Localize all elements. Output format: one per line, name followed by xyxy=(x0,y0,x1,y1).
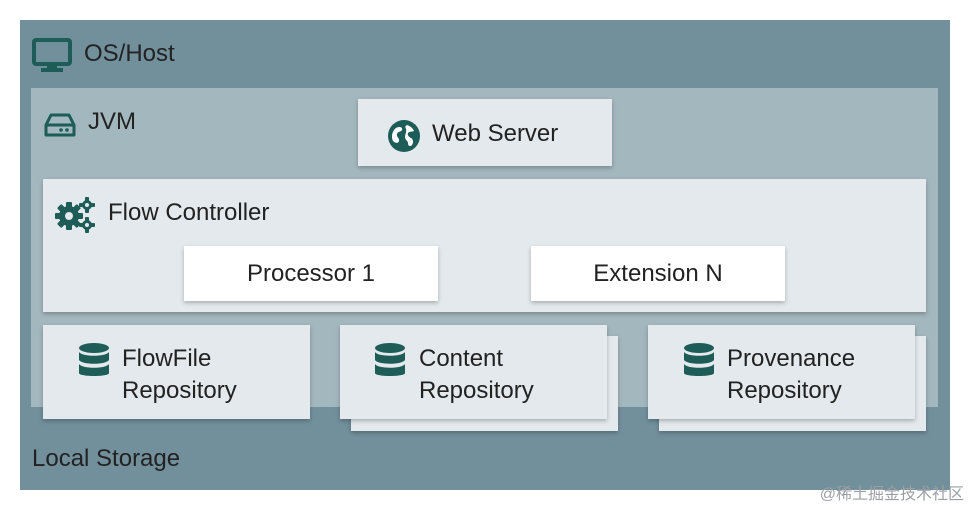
jvm-label: JVM xyxy=(88,108,136,135)
flow-controller-label: Flow Controller xyxy=(108,199,270,226)
local-storage-label: Local Storage xyxy=(32,445,181,472)
monitor-icon xyxy=(32,38,72,72)
database-icon xyxy=(375,343,405,376)
repository-suffix: Repository xyxy=(727,377,842,404)
hard-drive-icon xyxy=(44,113,76,137)
extension-box: Extension N xyxy=(531,246,785,301)
repository-suffix: Repository xyxy=(419,377,534,404)
provenance-repository-label: Provenance Repository xyxy=(727,343,855,407)
database-icon xyxy=(684,343,714,376)
repository-name: Provenance xyxy=(727,345,856,372)
content-repository-label: Content Repository xyxy=(419,343,534,407)
watermark: @稀土掘金技术社区 xyxy=(819,486,964,503)
database-icon xyxy=(79,343,109,376)
flowfile-repository-label: FlowFile Repository xyxy=(122,343,237,407)
repository-name: Content xyxy=(419,345,504,372)
web-server-label: Web Server xyxy=(432,120,559,147)
processor-box: Processor 1 xyxy=(184,246,438,301)
repository-name: FlowFile xyxy=(122,345,212,372)
repository-suffix: Repository xyxy=(122,377,237,404)
os-host-label: OS/Host xyxy=(84,40,175,67)
gears-icon xyxy=(55,197,95,233)
globe-icon xyxy=(388,120,420,152)
